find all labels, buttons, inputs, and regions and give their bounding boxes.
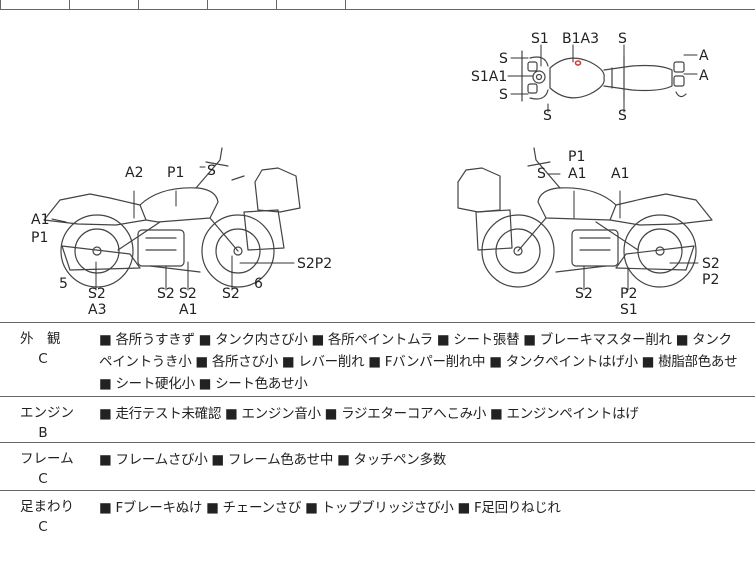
grade-value: C xyxy=(38,471,48,487)
section-description: ■ 各所うすきず ■ タンク内さび小 ■ 各所ペイントムラ ■ シート張替 ■ … xyxy=(99,332,738,392)
section-frame: フレーム C ■ フレームさび小 ■ フレーム色あせ中 ■ タッチペン多数 xyxy=(0,443,755,490)
label-p2: P2 xyxy=(702,272,719,288)
header-divider xyxy=(138,0,139,9)
label-s1: S1 xyxy=(620,302,638,318)
label-s: S xyxy=(499,87,508,103)
motorcycle-diagram-svg: S1 B1A3 S S S1A1 S S S A A A2 P1 S A1 P1… xyxy=(31,31,720,318)
top-view-motorcycle xyxy=(521,50,687,102)
category-label: フレーム xyxy=(20,451,74,467)
label-s2: S2 xyxy=(222,286,240,302)
section-divider xyxy=(0,490,755,491)
label-a: A xyxy=(699,68,709,84)
label-a: A xyxy=(699,48,709,64)
section-suspension: 足まわり C ■ Fブレーキぬけ ■ チェーンさび ■ トップブリッジさび小 ■… xyxy=(0,491,755,561)
label-a1: A1 xyxy=(568,166,586,182)
label-p1: P1 xyxy=(568,149,585,165)
section-engine: エンジン B ■ 走行テスト未確認 ■ エンジン音小 ■ ラジエターコアへこみ小… xyxy=(0,397,755,442)
label-s: S xyxy=(207,163,216,179)
label-a1: A1 xyxy=(31,212,49,228)
section-description: ■ Fブレーキぬけ ■ チェーンさび ■ トップブリッジさび小 ■ F足回りねじ… xyxy=(99,500,561,516)
right-view-motorcycle xyxy=(457,147,713,288)
label-s2: S2 xyxy=(157,286,175,302)
section-category: エンジン B xyxy=(20,403,86,443)
label-5: 5 xyxy=(59,276,68,292)
label-a3: A3 xyxy=(88,302,106,318)
label-p1: P1 xyxy=(167,165,184,181)
damage-marker xyxy=(574,60,582,66)
left-view-motorcycle xyxy=(43,147,301,288)
label-p1: P1 xyxy=(31,230,48,246)
label-b1a3: B1A3 xyxy=(562,31,599,47)
grade-value: C xyxy=(38,351,48,367)
category-label: エンジン xyxy=(20,405,74,421)
label-s: S xyxy=(499,51,508,67)
section-category: 外 観 C xyxy=(20,329,86,369)
header-divider xyxy=(276,0,277,9)
header-divider xyxy=(345,0,346,9)
category-label: 外 観 xyxy=(20,331,61,347)
label-s1a1: S1A1 xyxy=(471,69,507,85)
section-category: 足まわり C xyxy=(20,497,86,537)
leader-lines xyxy=(51,44,699,291)
label-s: S xyxy=(543,108,552,124)
section-divider xyxy=(0,442,755,443)
label-a1: A1 xyxy=(611,166,629,182)
section-description: ■ 走行テスト未確認 ■ エンジン音小 ■ ラジエターコアへこみ小 ■ エンジン… xyxy=(99,406,639,422)
label-s: S xyxy=(537,166,546,182)
label-a2: A2 xyxy=(125,165,143,181)
label-s2p2: S2P2 xyxy=(297,256,332,272)
label-s2: S2 xyxy=(702,256,720,272)
header-divider xyxy=(0,0,1,9)
section-description: ■ フレームさび小 ■ フレーム色あせ中 ■ タッチペン多数 xyxy=(99,452,446,468)
section-exterior: 外 観 C ■ 各所うすきず ■ タンク内さび小 ■ 各所ペイントムラ ■ シー… xyxy=(0,323,755,396)
label-s1: S1 xyxy=(531,31,549,47)
damage-diagram: S1 B1A3 S S S1A1 S S S A A A2 P1 S A1 P1… xyxy=(0,10,755,322)
label-s: S xyxy=(618,108,627,124)
label-s: S xyxy=(618,31,627,47)
section-divider xyxy=(0,396,755,397)
grade-value: B xyxy=(38,425,48,441)
label-a1: A1 xyxy=(179,302,197,318)
label-s2: S2 xyxy=(575,286,593,302)
label-s2: S2 xyxy=(88,286,106,302)
label-s2: S2 xyxy=(179,286,197,302)
section-divider xyxy=(0,322,755,323)
label-6: 6 xyxy=(254,276,263,292)
grade-value: C xyxy=(38,519,48,535)
label-p2: P2 xyxy=(620,286,637,302)
header-divider xyxy=(207,0,208,9)
section-category: フレーム C xyxy=(20,449,86,489)
header-bottom-border xyxy=(0,9,755,10)
category-label: 足まわり xyxy=(20,499,74,515)
header-divider xyxy=(69,0,70,9)
